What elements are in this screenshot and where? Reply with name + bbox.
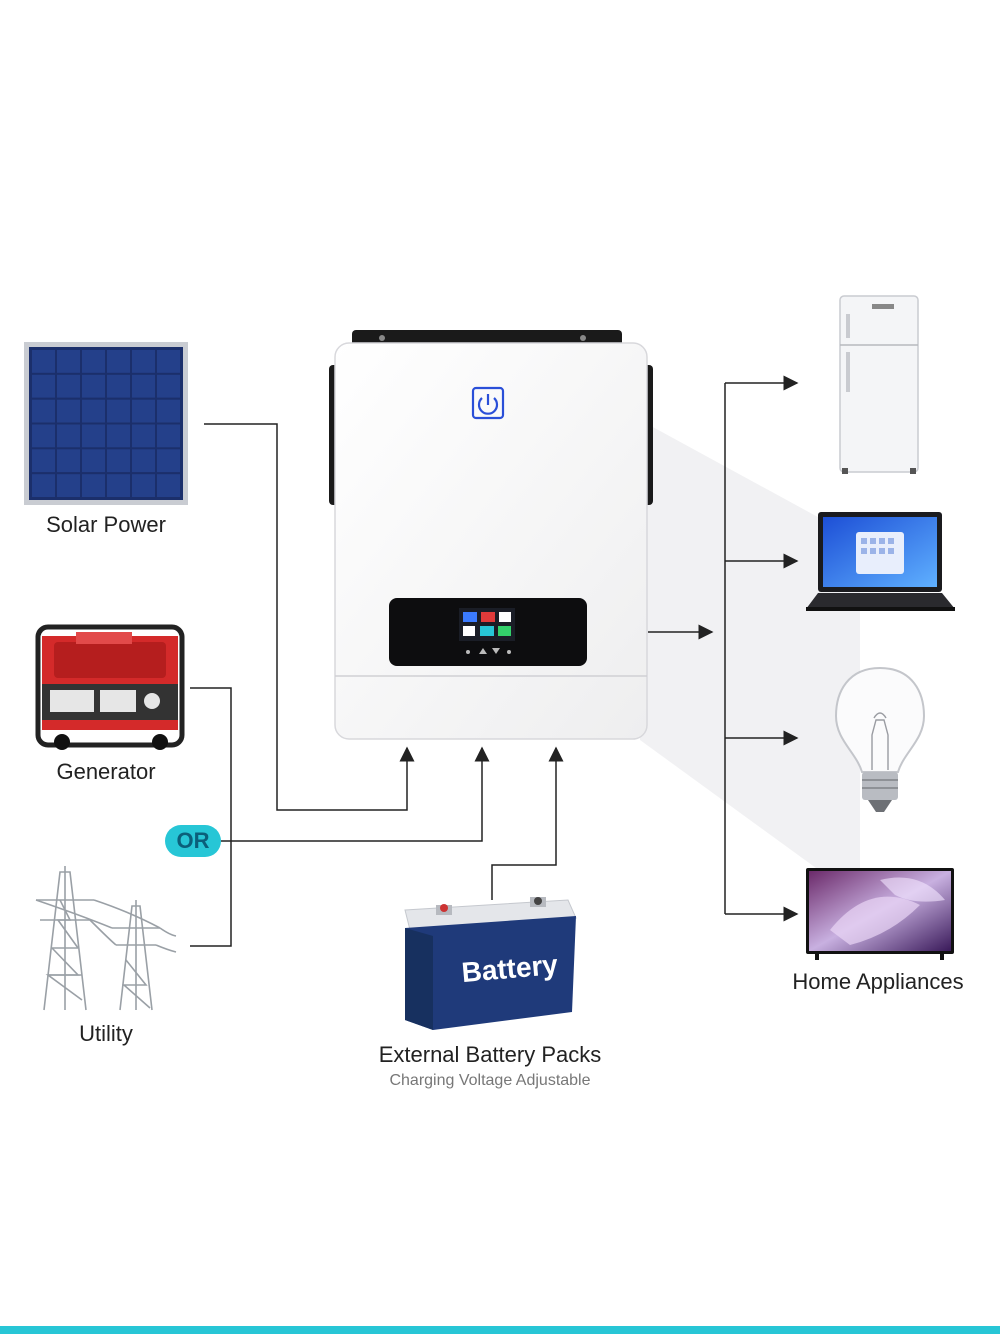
solar-cell (57, 399, 80, 423)
solar-cell (107, 474, 130, 497)
solar-cell (57, 424, 80, 448)
appliances-label: Home Appliances (792, 969, 964, 994)
inverter-shadow (640, 420, 860, 900)
solar-cell (82, 399, 105, 423)
battery-line (491, 746, 564, 900)
solar-cell (132, 424, 155, 448)
solar-cell (132, 399, 155, 423)
solar-cell (57, 474, 80, 497)
inverter-icon (329, 330, 653, 740)
or-badge: OR (165, 825, 221, 857)
solar-cell (82, 424, 105, 448)
solar-cells (32, 350, 180, 497)
power-icon (471, 386, 505, 420)
generator-line (190, 687, 232, 947)
solar-cell (57, 350, 80, 373)
solar-cell (82, 350, 105, 373)
solar-line (204, 423, 415, 811)
solar-cell (132, 350, 155, 373)
solar-cell (157, 449, 180, 473)
tv-icon (806, 868, 954, 960)
solar-cell (32, 374, 55, 398)
generator-icon (35, 624, 185, 750)
bottom-accent-bar (0, 1326, 1000, 1334)
solar-cell (57, 449, 80, 473)
solar-cell (157, 374, 180, 398)
solar-cell (132, 474, 155, 497)
battery-icon (404, 897, 577, 1030)
battery-title: External Battery Packs (378, 1042, 602, 1067)
solar-cell (107, 424, 130, 448)
solar-cell (32, 350, 55, 373)
solar-cell (157, 474, 180, 497)
solar-cell (157, 350, 180, 373)
solar-cell (57, 374, 80, 398)
generator-label: Generator (56, 759, 156, 784)
battery-subtitle: Charging Voltage Adjustable (389, 1072, 591, 1089)
solar-panel-icon (24, 342, 188, 505)
solar-cell (32, 399, 55, 423)
solar-cell (82, 374, 105, 398)
solar-cell (107, 449, 130, 473)
solar-cell (157, 399, 180, 423)
power-tower-icon (35, 866, 177, 1011)
solar-cell (82, 474, 105, 497)
solar-cell (32, 424, 55, 448)
solar-cell (32, 474, 55, 497)
connection-lines (190, 375, 799, 947)
laptop-icon (806, 512, 955, 611)
fridge-icon (839, 295, 919, 474)
utility-label: Utility (79, 1021, 133, 1046)
solar-cell (107, 350, 130, 373)
solar-cell (82, 449, 105, 473)
solar-label: Solar Power (46, 512, 166, 537)
grid-line (221, 746, 490, 842)
solar-cell (32, 449, 55, 473)
light-bulb-icon (834, 666, 926, 812)
solar-cell (157, 424, 180, 448)
solar-cell (107, 399, 130, 423)
solar-cell (107, 374, 130, 398)
solar-cell (132, 449, 155, 473)
solar-cell (132, 374, 155, 398)
